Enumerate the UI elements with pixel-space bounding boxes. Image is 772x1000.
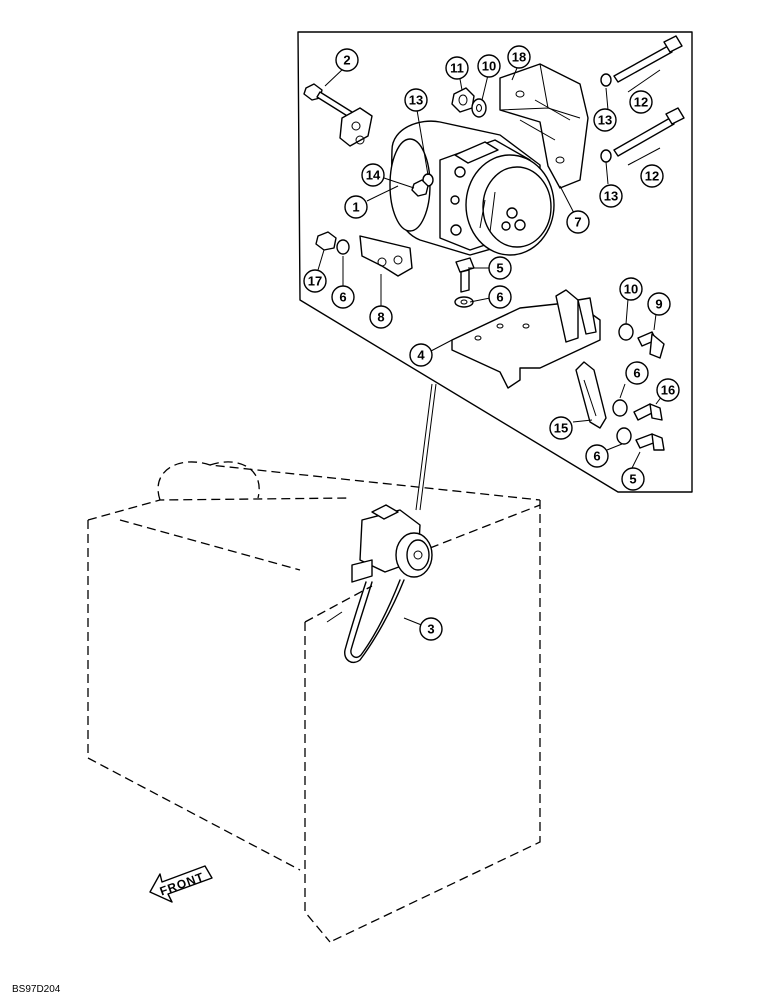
callout-label: 13 — [598, 113, 612, 128]
callout-label: 15 — [554, 421, 568, 436]
callout-14: 14 — [361, 163, 385, 187]
bolt-2 — [303, 83, 373, 147]
callout-label: 6 — [339, 290, 346, 305]
inset-leader-lines — [415, 383, 437, 511]
washer-6-right-lower — [616, 427, 632, 445]
callout-6-right-upper: 6 — [625, 361, 649, 385]
callout-label: 7 — [574, 215, 581, 230]
callout-label: 2 — [343, 53, 350, 68]
callout-11: 11 — [445, 56, 469, 80]
callout-7: 7 — [566, 210, 590, 234]
callout-label: 6 — [496, 290, 503, 305]
washer-6-right-upper — [612, 399, 628, 417]
callout-leaders — [317, 67, 663, 623]
adjusting-arm-15 — [575, 361, 607, 429]
callout-12-upper: 12 — [629, 90, 653, 114]
callout-label: 13 — [409, 93, 423, 108]
callout-label: 9 — [655, 297, 662, 312]
washer-6-center — [454, 296, 474, 308]
callout-6-left: 6 — [331, 285, 355, 309]
washer-13-lower — [600, 149, 612, 163]
callout-label: 6 — [633, 366, 640, 381]
bolt-12-upper — [613, 35, 683, 83]
callout-8: 8 — [369, 305, 393, 329]
callout-4: 4 — [409, 343, 433, 367]
callout-13-upper: 13 — [593, 108, 617, 132]
bolt-5-center — [455, 257, 475, 293]
nut-17 — [315, 231, 337, 251]
callout-12-lower: 12 — [640, 164, 664, 188]
callout-label: 16 — [661, 383, 675, 398]
callout-10-upper: 10 — [477, 54, 501, 78]
nut-11 — [451, 87, 475, 113]
detail-inset-frame — [297, 31, 693, 493]
bolt-5-right — [635, 433, 665, 451]
callout-label: 5 — [496, 261, 503, 276]
bracket-8 — [359, 235, 413, 277]
callout-16: 16 — [656, 378, 680, 402]
bolt-12-lower — [613, 107, 685, 157]
callout-6-right-lower: 6 — [585, 444, 609, 468]
mount-plate-4 — [451, 289, 601, 389]
nut-14 — [411, 179, 429, 197]
callout-5-right: 5 — [621, 467, 645, 491]
callout-label: 10 — [624, 282, 638, 297]
callout-label: 3 — [427, 622, 434, 637]
callout-15: 15 — [549, 416, 573, 440]
callout-label: 8 — [377, 310, 384, 325]
callout-17: 17 — [303, 269, 327, 293]
callout-13-lower: 13 — [599, 184, 623, 208]
callout-18: 18 — [507, 45, 531, 69]
front-arrow: FRONT — [149, 865, 213, 903]
washer-10-right — [618, 323, 634, 341]
washer-13-upper — [600, 73, 612, 87]
engine-outline — [87, 461, 541, 943]
callout-label: 4 — [417, 348, 425, 363]
installed-compressor — [344, 504, 433, 664]
callout-9: 9 — [647, 292, 671, 316]
washer-6-left — [336, 239, 350, 255]
callout-label: 1 — [352, 200, 359, 215]
callout-label: 12 — [634, 95, 648, 110]
bracket-18 — [499, 63, 589, 189]
callout-label: 14 — [366, 168, 381, 183]
compressor-body — [389, 120, 555, 256]
callout-label: 11 — [450, 61, 464, 76]
callout-label: 10 — [482, 59, 496, 74]
bolt-16 — [633, 403, 663, 421]
callout-label: 12 — [645, 169, 659, 184]
callout-label: 13 — [604, 189, 618, 204]
callout-2: 2 — [335, 48, 359, 72]
callout-5-center: 5 — [488, 256, 512, 280]
callout-10-right: 10 — [619, 277, 643, 301]
callout-6-center: 6 — [488, 285, 512, 309]
callout-label: 17 — [308, 274, 322, 289]
callout-label: 6 — [593, 449, 600, 464]
callout-13-left: 13 — [404, 88, 428, 112]
bolt-9 — [637, 331, 665, 359]
drawing-code: BS97D204 — [12, 984, 61, 995]
callout-3: 3 — [419, 617, 443, 641]
callout-1: 1 — [344, 195, 368, 219]
washer-10-upper — [471, 98, 487, 118]
callout-label: 5 — [629, 472, 636, 487]
callout-label: 18 — [512, 50, 526, 65]
